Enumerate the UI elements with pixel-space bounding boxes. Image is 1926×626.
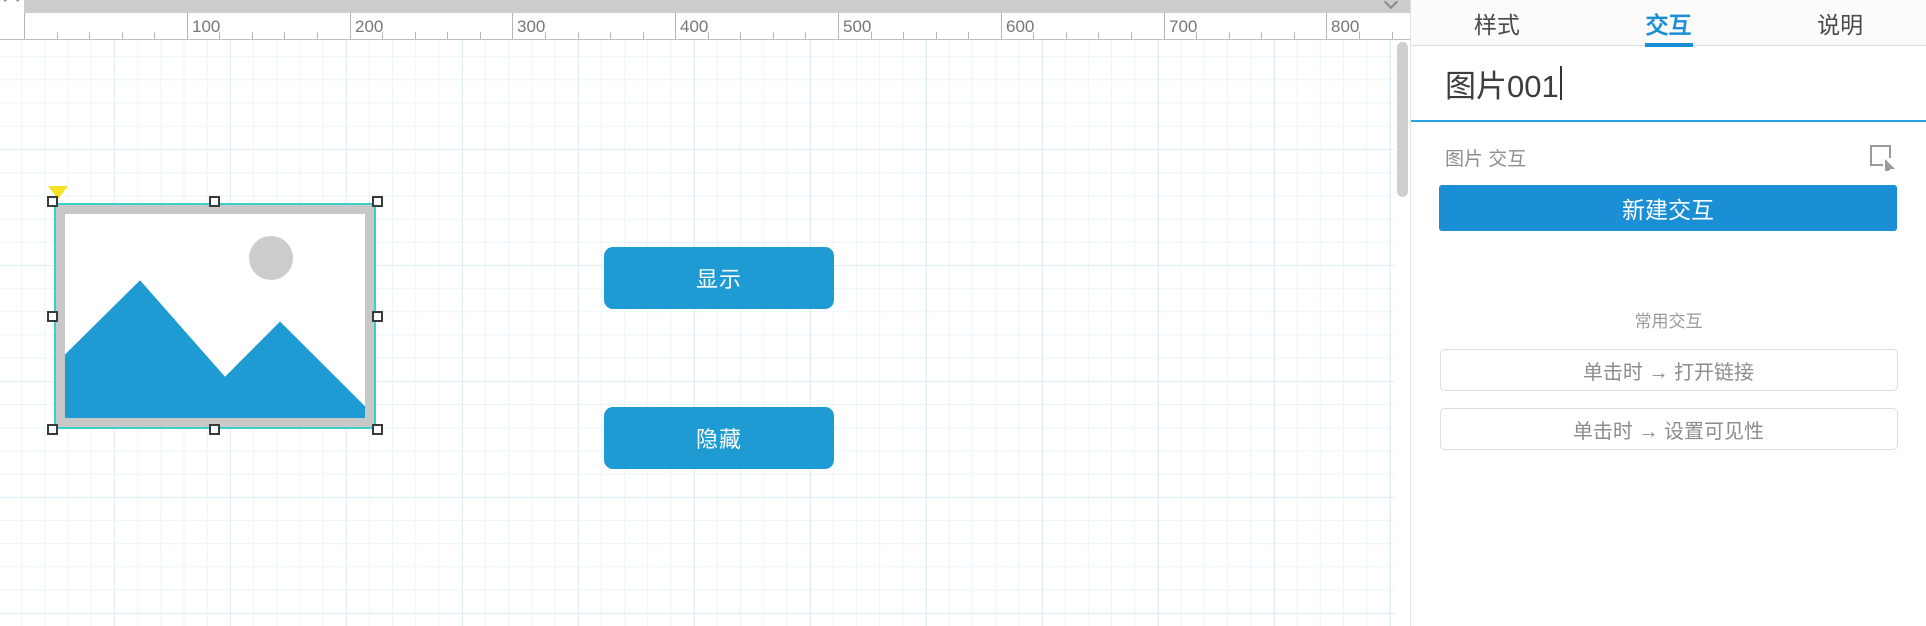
resize-handle-n[interactable] <box>209 196 220 207</box>
ruler-major-tick <box>187 13 188 39</box>
resize-handle-w[interactable] <box>47 311 58 322</box>
text-caret <box>1559 66 1562 100</box>
mountains-icon <box>65 280 365 418</box>
ruler-label: 300 <box>517 17 546 36</box>
common-interactions-heading: 常用交互 <box>1634 312 1703 331</box>
ruler-minor-tick <box>578 32 579 39</box>
tab-notes[interactable]: 说明 <box>1817 12 1864 38</box>
resize-handle-e[interactable] <box>372 311 383 322</box>
widget-name-input[interactable]: 图片001 <box>1445 68 1559 104</box>
ruler-minor-tick <box>903 32 904 39</box>
cursor-arrow-icon <box>1885 158 1895 171</box>
ruler-minor-tick <box>805 32 806 39</box>
ruler-minor-tick <box>708 32 709 39</box>
ruler-label: 200 <box>355 17 384 36</box>
ruler-major-tick <box>350 13 351 39</box>
scrollbar-thumb[interactable] <box>1397 42 1408 197</box>
ruler-minor-tick <box>1196 32 1197 39</box>
ruler-label: 800 <box>1331 17 1360 36</box>
chevron-up-icon <box>3 0 20 9</box>
ruler-minor-tick <box>317 32 318 39</box>
canvas-area: 100 200 300 400 500 600 700 800 <box>0 0 1410 626</box>
ruler-minor-tick <box>57 32 58 39</box>
horizontal-ruler: 100 200 300 400 500 600 700 800 <box>0 13 1410 40</box>
tab-interaction[interactable]: 交互 <box>1583 0 1755 46</box>
ruler-minor-tick <box>740 32 741 39</box>
ruler-major-tick <box>1001 13 1002 39</box>
tab-style[interactable]: 样式 <box>1473 12 1520 38</box>
ruler-major-tick <box>675 13 676 39</box>
ruler-minor-tick <box>1261 32 1262 39</box>
ruler-minor-tick <box>1131 32 1132 39</box>
interaction-section-label: 图片 交互 <box>1445 149 1527 170</box>
ruler-minor-tick <box>1229 32 1230 39</box>
ruler-major-tick <box>1164 13 1165 39</box>
image-content <box>65 214 365 418</box>
ruler-minor-tick <box>1392 32 1393 39</box>
ruler-minor-tick <box>1359 32 1360 39</box>
ruler-minor-tick <box>122 32 123 39</box>
ruler-minor-tick <box>1066 32 1067 39</box>
canvas-vertical-scrollbar[interactable] <box>1394 40 1410 626</box>
resize-handle-se[interactable] <box>372 424 383 435</box>
ruler-label: 700 <box>1169 17 1198 36</box>
ruler-minor-tick <box>415 32 416 39</box>
ruler-major-tick <box>512 13 513 39</box>
image-widget[interactable] <box>47 186 383 435</box>
ruler-major-tick <box>24 13 25 39</box>
ruler-minor-tick <box>871 32 872 39</box>
resize-handle-nw[interactable] <box>47 196 58 207</box>
ruler-minor-tick <box>545 32 546 39</box>
ruler-minor-tick <box>643 32 644 39</box>
ruler-minor-tick <box>382 32 383 39</box>
ruler-label: 500 <box>843 17 872 36</box>
ruler-minor-tick <box>1033 32 1034 39</box>
widget-name-field[interactable]: 图片001 <box>1411 46 1926 122</box>
toolbar-strip <box>0 0 1410 13</box>
ruler-minor-tick <box>154 32 155 39</box>
inspector-panel: 样式 交互 说明 图片001 图片 交互 新建交互 常用交互 单击时 → 打开链… <box>1410 0 1926 626</box>
ruler-minor-tick <box>252 32 253 39</box>
ruler-corner-box <box>0 0 24 13</box>
ruler-minor-tick <box>1294 32 1295 39</box>
ruler-label: 600 <box>1006 17 1035 36</box>
common-interaction-set-visibility[interactable]: 单击时 → 设置可见性 <box>1439 408 1898 450</box>
ruler-label: 400 <box>680 17 709 36</box>
ruler-minor-tick <box>284 32 285 39</box>
ruler-minor-tick <box>447 32 448 39</box>
ruler-label: 100 <box>192 17 221 36</box>
canvas-button-hide[interactable]: 隐藏 <box>604 407 834 469</box>
common-interaction-open-link[interactable]: 单击时 → 打开链接 <box>1439 349 1898 391</box>
chevron-down-icon[interactable] <box>1383 0 1399 10</box>
ruler-minor-tick <box>89 32 90 39</box>
ruler-major-tick <box>838 13 839 39</box>
ruler-minor-tick <box>219 32 220 39</box>
ruler-minor-tick <box>480 32 481 39</box>
select-target-icon[interactable] <box>1870 144 1897 172</box>
ruler-minor-tick <box>1098 32 1099 39</box>
ruler-minor-tick <box>968 32 969 39</box>
interaction-section-header: 图片 交互 <box>1411 122 1926 181</box>
ruler-minor-tick <box>610 32 611 39</box>
ruler-minor-tick <box>773 32 774 39</box>
inspector-tabs: 样式 交互 说明 <box>1411 0 1926 46</box>
resize-handle-sw[interactable] <box>47 424 58 435</box>
interaction-marker-icon <box>48 186 68 199</box>
ruler-minor-tick <box>936 32 937 39</box>
new-interaction-button[interactable]: 新建交互 <box>1439 185 1897 231</box>
resize-handle-s[interactable] <box>209 424 220 435</box>
sun-icon <box>249 236 293 280</box>
canvas-button-show[interactable]: 显示 <box>604 247 834 309</box>
ruler-major-tick <box>1326 13 1327 39</box>
resize-handle-ne[interactable] <box>372 196 383 207</box>
image-frame <box>54 203 376 429</box>
